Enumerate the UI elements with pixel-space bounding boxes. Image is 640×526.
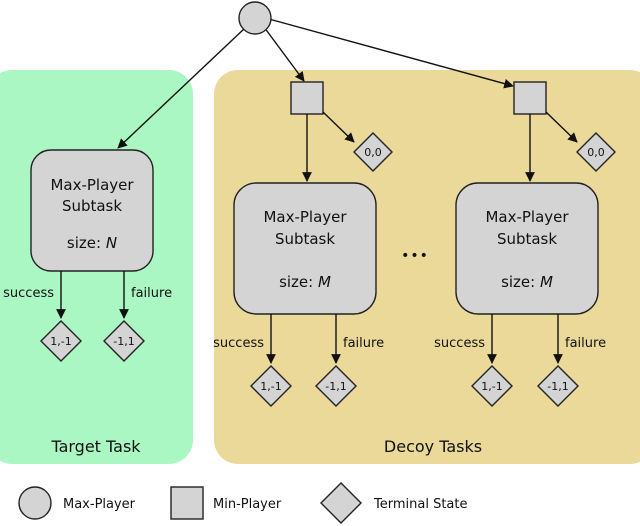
decoy-2-success-value: 1,-1 <box>481 380 502 393</box>
target-size-prefix: size: <box>67 234 106 252</box>
target-task-caption: Target Task <box>50 437 141 456</box>
legend-min-player-label: Min-Player <box>213 497 282 512</box>
legend-terminal-state-icon <box>320 482 362 524</box>
decoy-1-success-value: 1,-1 <box>260 380 281 393</box>
decoy-tasks-panel <box>214 70 640 464</box>
edge-min-2-to-quit <box>545 111 578 143</box>
decoy-1-success-label: success <box>213 336 264 351</box>
decoy-2-success-label: success <box>434 336 485 351</box>
target-failure-terminal <box>103 320 145 362</box>
quit-terminal-node-1 <box>353 132 393 172</box>
edge-root-to-min-2 <box>268 18 514 89</box>
legend: Max-Player Min-Player Terminal State <box>18 482 467 524</box>
edge-root-to-min-1 <box>263 26 305 82</box>
decoy-2-success-terminal <box>471 365 513 407</box>
decoy-2-failure-terminal <box>537 365 579 407</box>
decoy-1-success-terminal <box>250 365 292 407</box>
legend-min-player-icon <box>170 486 204 520</box>
decoy-1-failure-terminal <box>315 365 357 407</box>
decoy-1-size-var: M <box>318 273 331 291</box>
decoy-1-size: size: M <box>279 273 331 291</box>
decoy-1-failure-value: -1,1 <box>325 380 346 393</box>
min-player-node-2 <box>513 81 547 115</box>
target-size-var: N <box>106 234 117 252</box>
target-success-value: 1,-1 <box>50 335 71 348</box>
target-success-terminal <box>40 320 82 362</box>
decoy-2-failure-value: -1,1 <box>547 380 568 393</box>
decoy-2-title-line1: Max-Player <box>485 208 569 226</box>
target-subtask-size: size: N <box>67 234 117 252</box>
decoy-1-size-prefix: size: <box>279 273 318 291</box>
decoy-2-size: size: M <box>501 273 553 291</box>
decoy-1-title-line1: Max-Player <box>263 208 347 226</box>
decoy-2-title-line2: Subtask <box>497 230 557 248</box>
min-player-node-1 <box>290 81 324 115</box>
decoy-1-failure-label: failure <box>343 336 384 351</box>
target-subtask-box <box>30 149 154 272</box>
decoy-2-size-prefix: size: <box>501 273 540 291</box>
decoy-subtask-box-1 <box>233 182 377 315</box>
quit-value-1: 0,0 <box>364 146 382 159</box>
target-failure-label: failure <box>131 286 172 301</box>
decoy-2-failure-label: failure <box>565 336 606 351</box>
decoy-tasks-caption: Decoy Tasks <box>384 437 482 456</box>
quit-value-2: 0,0 <box>587 146 605 159</box>
decoy-1-title-line2: Subtask <box>275 230 335 248</box>
legend-max-player-label: Max-Player <box>63 497 136 512</box>
root-max-player-node <box>238 1 272 35</box>
target-success-label: success <box>3 286 54 301</box>
legend-terminal-state-label: Terminal State <box>373 497 467 512</box>
target-subtask-title-line2: Subtask <box>62 197 122 215</box>
quit-terminal-node-2 <box>576 132 616 172</box>
ellipsis: ••• <box>401 248 429 264</box>
edge-min-1-to-quit <box>322 111 355 143</box>
legend-max-player-icon <box>18 486 52 520</box>
target-failure-value: -1,1 <box>113 335 134 348</box>
edge-root-to-target <box>117 27 246 149</box>
decoy-2-size-var: M <box>540 273 553 291</box>
decoy-subtask-box-2 <box>455 182 599 315</box>
target-subtask-title-line1: Max-Player <box>50 176 134 194</box>
